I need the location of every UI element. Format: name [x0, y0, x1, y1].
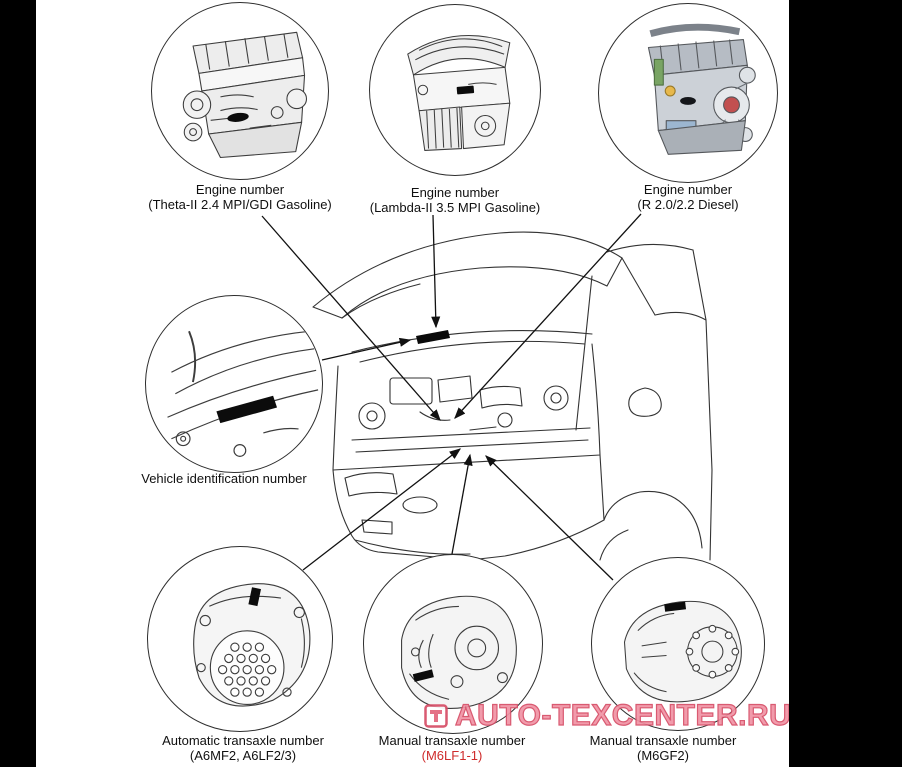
label-auto-transaxle-subtitle: (A6MF2, A6LF2/3) [189, 748, 297, 763]
callout-circle-auto-transaxle [147, 546, 333, 732]
label-engine-diesel: Engine number (R 2.0/2.2 Diesel) [637, 182, 738, 212]
label-engine-diesel-title: Engine number [643, 182, 733, 197]
label-engine-diesel-subtitle: (R 2.0/2.2 Diesel) [637, 197, 739, 212]
diesel-engine-illustration [647, 23, 756, 155]
watermark-text: AUTO-TEXCENTER.RU [454, 698, 792, 732]
label-auto-transaxle: Automatic transaxle number (A6MF2, A6LF2… [162, 733, 324, 763]
arrow-engine-diesel [454, 213, 642, 419]
callout-circle-engine-lambda [369, 4, 541, 176]
label-engine-lambda: Engine number (Lambda-II 3.5 MPI Gasolin… [370, 185, 541, 215]
left-letterbox-bar [0, 0, 36, 767]
label-auto-transaxle-title: Automatic transaxle number [162, 733, 324, 748]
callout-circle-engine-diesel [598, 3, 778, 183]
watermark-logo-icon [424, 704, 448, 728]
label-engine-theta-title: Engine number [195, 182, 285, 197]
arrow-manual-transaxle-m6gf2 [485, 455, 614, 581]
label-manual-transaxle-m6lf1-subtitle: (M6LF1-1) [421, 748, 483, 763]
manual-transaxle-m6lf1-illustration [401, 595, 517, 709]
callout-circle-engine-theta [151, 2, 329, 180]
right-letterbox-bar [789, 0, 902, 767]
callout-arrows [261, 213, 642, 581]
arrow-auto-transaxle [302, 448, 462, 571]
label-engine-lambda-title: Engine number [410, 185, 500, 200]
watermark: AUTO-TEXCENTER.RU [424, 698, 792, 733]
label-manual-transaxle-m6lf1: Manual transaxle number (M6LF1-1) [379, 733, 526, 763]
manual-transaxle-m6gf2-illustration [623, 600, 742, 703]
arrow-manual-transaxle-m6lf1 [451, 453, 473, 555]
label-engine-lambda-subtitle: (Lambda-II 3.5 MPI Gasoline) [369, 200, 541, 215]
arrow-vin [321, 337, 412, 361]
auto-transaxle-illustration [193, 583, 311, 707]
label-vin-title: Vehicle identification number [141, 471, 307, 486]
label-engine-theta-subtitle: (Theta-II 2.4 MPI/GDI Gasoline) [148, 197, 332, 212]
callout-circle-manual-transaxle-m6lf1 [363, 554, 543, 734]
label-vin: Vehicle identification number [141, 471, 307, 486]
label-manual-transaxle-m6lf1-title: Manual transaxle number [378, 733, 526, 748]
arrow-engine-theta [261, 215, 441, 421]
vin-plate-mark [416, 330, 450, 344]
label-manual-transaxle-m6gf2-subtitle: (M6GF2) [636, 748, 689, 763]
label-manual-transaxle-m6gf2: Manual transaxle number (M6GF2) [590, 733, 737, 763]
vin-location-illustration [167, 330, 319, 457]
label-engine-theta: Engine number (Theta-II 2.4 MPI/GDI Gaso… [148, 182, 332, 212]
callout-circle-manual-transaxle-m6gf2 [591, 557, 765, 731]
label-manual-transaxle-m6gf2-title: Manual transaxle number [589, 733, 737, 748]
theta-engine-illustration [182, 31, 308, 159]
callout-circle-vin [145, 295, 323, 473]
arrow-engine-lambda [431, 214, 441, 329]
car-illustration [312, 231, 713, 561]
lambda-engine-illustration [407, 35, 511, 151]
